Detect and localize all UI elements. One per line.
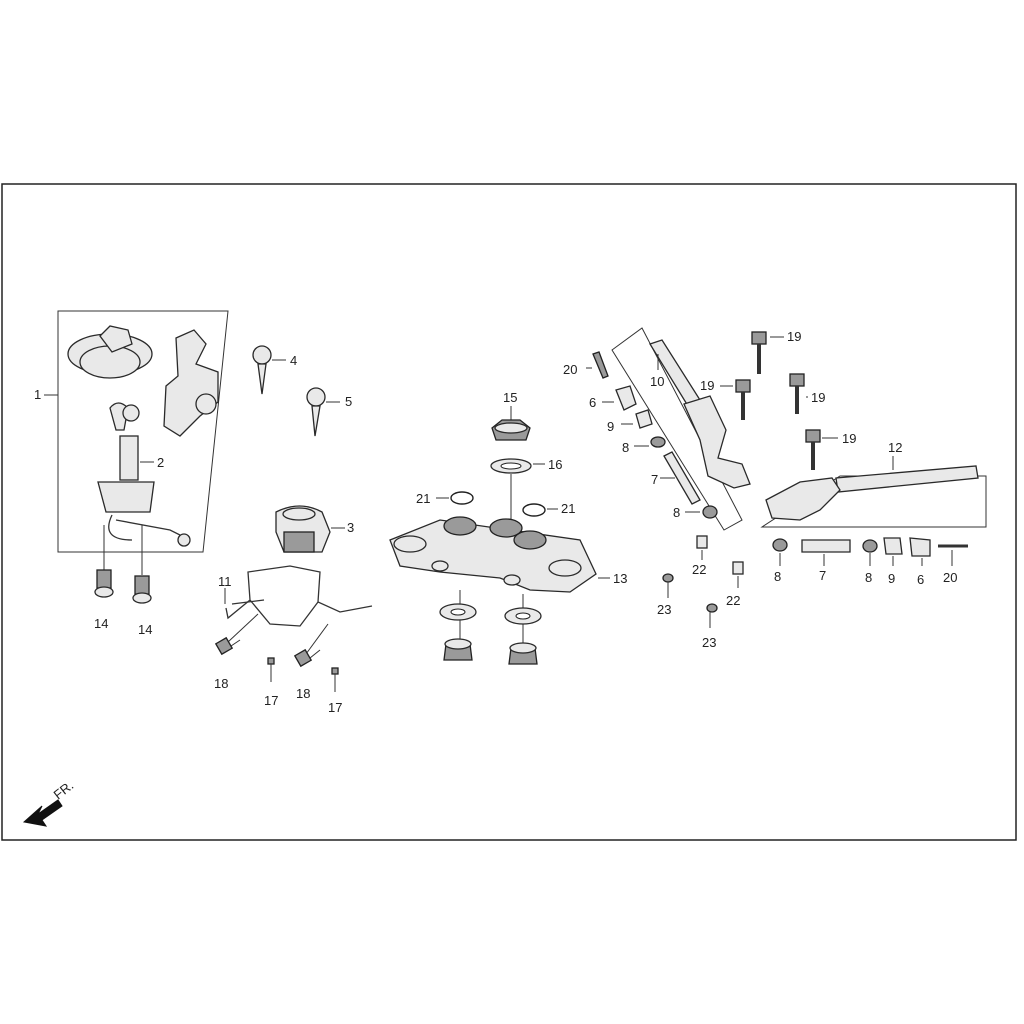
left-bar-small-parts [586, 351, 718, 519]
callout-23a: 23 [657, 602, 671, 617]
screws-14 [94, 525, 152, 604]
callout-8a: 8 [622, 440, 629, 455]
washer-16 [490, 458, 545, 474]
callout-11: 11 [218, 574, 232, 589]
callout-17a: 17 [264, 693, 278, 708]
callout-16: 16 [548, 457, 562, 472]
switch-cover-3 [275, 505, 345, 553]
diagram-frame [1, 183, 1017, 841]
callout-6a: 6 [589, 395, 596, 410]
callout-23b: 23 [702, 635, 716, 650]
callout-19b: 19 [700, 378, 714, 393]
callout-12: 12 [888, 440, 902, 455]
caps-22-screws-23 [662, 535, 744, 628]
callout-21a: 21 [416, 491, 430, 506]
callout-3: 3 [347, 520, 354, 535]
bolts-19 [720, 331, 838, 470]
callout-2: 2 [157, 455, 164, 470]
wire-bracket-11 [224, 565, 373, 627]
callout-18b: 18 [296, 686, 310, 701]
callout-21b: 21 [561, 501, 575, 516]
key-5 [306, 387, 340, 437]
right-bar-small-parts [772, 537, 968, 566]
top-bridge-13 [389, 516, 610, 593]
callout-4: 4 [290, 353, 297, 368]
bridge-washers-nuts [439, 590, 542, 665]
o-rings-21 [436, 474, 558, 522]
callout-8c: 8 [774, 569, 781, 584]
callout-20b: 20 [943, 570, 957, 585]
callout-13: 13 [613, 571, 627, 586]
callout-14b: 14 [138, 622, 152, 637]
callout-8d: 8 [865, 570, 872, 585]
front-direction-arrow-icon [22, 799, 63, 827]
callout-14a: 14 [94, 616, 108, 631]
callout-19d: 19 [842, 431, 856, 446]
callout-8b: 8 [673, 505, 680, 520]
callout-1: 1 [34, 387, 41, 402]
callout-22a: 22 [692, 562, 706, 577]
callout-19a: 19 [787, 329, 801, 344]
key-4 [252, 345, 286, 395]
ignition-switch-assembly [44, 310, 229, 553]
group-outline-1 [57, 310, 229, 553]
callout-20a: 20 [563, 362, 577, 377]
callout-5: 5 [345, 394, 352, 409]
callout-17b: 17 [328, 700, 342, 715]
callout-9a: 9 [607, 419, 614, 434]
ignition-switch-body [119, 435, 139, 481]
callout-9b: 9 [888, 571, 895, 586]
callout-7b: 7 [819, 568, 826, 583]
bolts-18-17 [214, 613, 339, 692]
callout-18a: 18 [214, 676, 228, 691]
handlebar-right-12 [760, 456, 987, 528]
callout-19c: 19 [811, 390, 825, 405]
steering-stem-nut-15 [491, 406, 531, 441]
callout-15: 15 [503, 390, 517, 405]
callout-10: 10 [650, 374, 664, 389]
callout-6b: 6 [917, 572, 924, 587]
handlebar-left-10 [611, 327, 751, 531]
callout-7a: 7 [651, 472, 658, 487]
callout-22b: 22 [726, 593, 740, 608]
